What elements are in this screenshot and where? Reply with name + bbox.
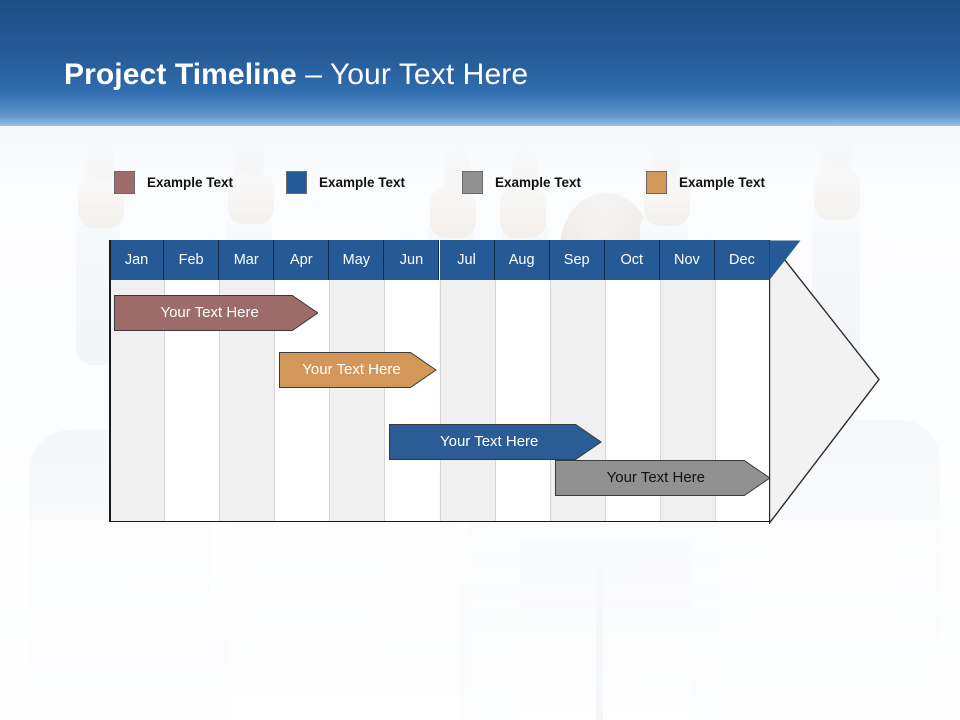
month-header-jan[interactable]: Jan	[109, 240, 165, 280]
chart-column-jul	[439, 240, 495, 522]
gridline-sep	[549, 280, 551, 522]
timeline-arrow-head	[769, 240, 881, 524]
task-bar-label-2: Your Text Here	[302, 361, 401, 378]
page-title-rest: Your Text Here	[329, 58, 529, 91]
task-bar-label-1: Your Text Here	[160, 304, 259, 321]
chart-bottom-axis	[109, 520, 770, 522]
month-header-oct[interactable]: Oct	[604, 240, 660, 280]
task-bar-4[interactable]: Your Text Here	[554, 460, 770, 496]
task-bar-label-4: Your Text Here	[606, 469, 706, 486]
legend-item-label: Example Text	[319, 174, 406, 190]
month-header-feb[interactable]: Feb	[164, 240, 220, 280]
gridline-apr	[274, 280, 276, 522]
month-header-aug[interactable]: Aug	[494, 240, 550, 280]
month-header-may[interactable]: May	[329, 240, 385, 280]
header-band	[0, 0, 960, 126]
gridline-aug	[494, 280, 496, 522]
legend: Example Text Example Text Example Text E…	[0, 169, 960, 195]
month-header-apr[interactable]: Apr	[274, 240, 330, 280]
task-bar-label-3: Your Text Here	[439, 433, 539, 450]
legend-swatch-maroon	[114, 170, 135, 194]
gridline-oct	[604, 280, 606, 522]
month-header-dec[interactable]: Dec	[714, 240, 770, 280]
legend-item-label: Example Text	[147, 174, 234, 190]
legend-item-label: Example Text	[679, 174, 766, 190]
page-title-separator: –	[296, 58, 330, 91]
legend-item-4[interactable]: Example Text	[646, 169, 765, 195]
month-header-jun[interactable]: Jun	[384, 240, 440, 280]
gridline-jun	[384, 280, 386, 522]
gridline-nov	[659, 280, 661, 522]
page-title-bold: Project Timeline	[64, 58, 297, 91]
month-header-jul[interactable]: Jul	[439, 240, 495, 280]
month-header-nov[interactable]: Nov	[659, 240, 715, 280]
page-title: Project Timeline – Your Text Here	[64, 58, 528, 92]
month-header-mar[interactable]: Mar	[219, 240, 275, 280]
chart-left-axis	[109, 240, 111, 522]
task-bar-2[interactable]: Your Text Here	[279, 352, 437, 388]
chart-column-jan	[109, 240, 165, 522]
gridline-dec	[714, 280, 716, 522]
chart-column-aug	[494, 240, 550, 522]
task-bar-3[interactable]: Your Text Here	[389, 424, 602, 460]
legend-item-2[interactable]: Example Text	[286, 169, 405, 195]
legend-swatch-blue	[286, 170, 307, 194]
legend-swatch-gray	[462, 170, 483, 194]
chart-column-mar	[219, 240, 275, 522]
gridline-jul	[439, 280, 441, 522]
legend-item-3[interactable]: Example Text	[462, 169, 581, 195]
task-bar-1[interactable]: Your Text Here	[114, 295, 319, 331]
legend-item-label: Example Text	[495, 174, 582, 190]
gridline-may	[329, 280, 331, 522]
photo-bottom-fade	[0, 520, 960, 720]
chart-column-feb	[164, 240, 220, 522]
gridline-mar	[219, 280, 221, 522]
month-header-sep[interactable]: Sep	[549, 240, 605, 280]
legend-item-1[interactable]: Example Text	[114, 169, 233, 195]
gridline-feb	[164, 280, 166, 522]
legend-swatch-orange	[646, 170, 667, 194]
